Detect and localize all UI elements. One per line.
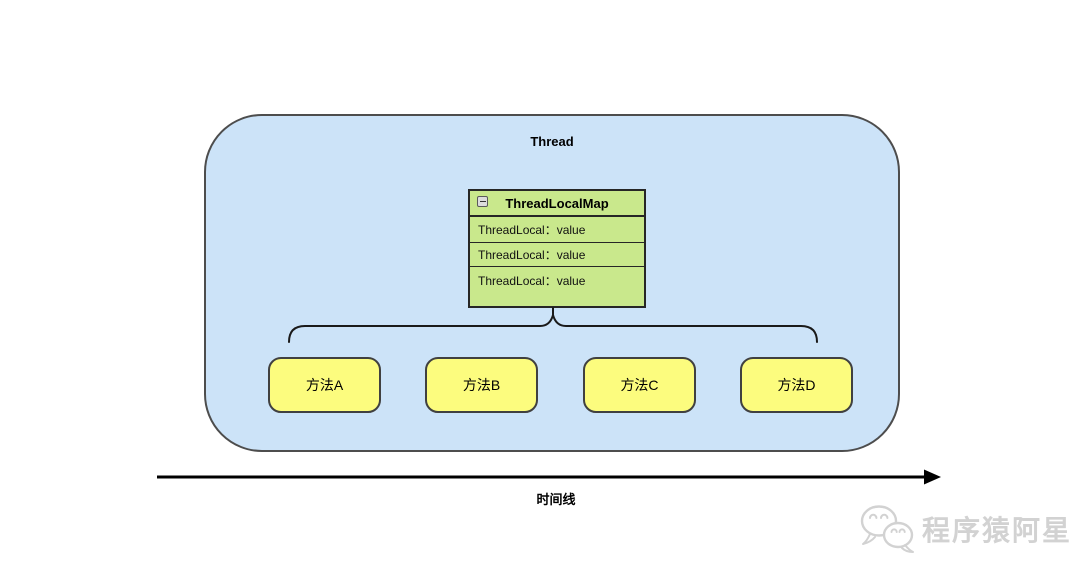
timeline-label: 时间线 [536, 492, 576, 507]
timeline-arrow [157, 469, 941, 485]
table-row: ThreadLocal：value [470, 242, 644, 266]
wechat-icon [860, 505, 914, 553]
method-box-label: 方法A [305, 377, 344, 393]
threadlocalmap-header: ThreadLocalMap [470, 191, 644, 217]
collapse-minus-icon [477, 196, 488, 207]
method-box-b: 方法B [425, 357, 538, 413]
wechat-small-bubble-tail [901, 544, 914, 553]
threadlocalmap-table: ThreadLocalMap ThreadLocal：value ThreadL… [468, 189, 646, 308]
wechat-big-bubble-eyes [869, 513, 889, 519]
wechat-big-bubble-tail [862, 533, 876, 545]
thread-title: Thread [530, 134, 574, 149]
method-box-label: 方法C [620, 377, 659, 393]
wechat-small-bubble [882, 521, 914, 549]
method-box-d: 方法D [740, 357, 853, 413]
table-row: ThreadLocal：value [478, 223, 586, 237]
method-box-c: 方法C [583, 357, 696, 413]
method-box-a: 方法A [268, 357, 381, 413]
timeline-arrowhead [924, 469, 941, 485]
threadlocalmap-title: ThreadLocalMap [505, 195, 609, 211]
method-box-label: 方法D [777, 377, 816, 393]
watermark-text: 程序猿阿星 [922, 515, 1073, 546]
method-box-label: 方法B [462, 377, 501, 393]
table-row: ThreadLocal：value [470, 266, 644, 306]
watermark: 程序猿阿星 [858, 504, 1072, 554]
wechat-small-bubble-eyes [890, 528, 906, 533]
minus-glyph [479, 201, 486, 202]
